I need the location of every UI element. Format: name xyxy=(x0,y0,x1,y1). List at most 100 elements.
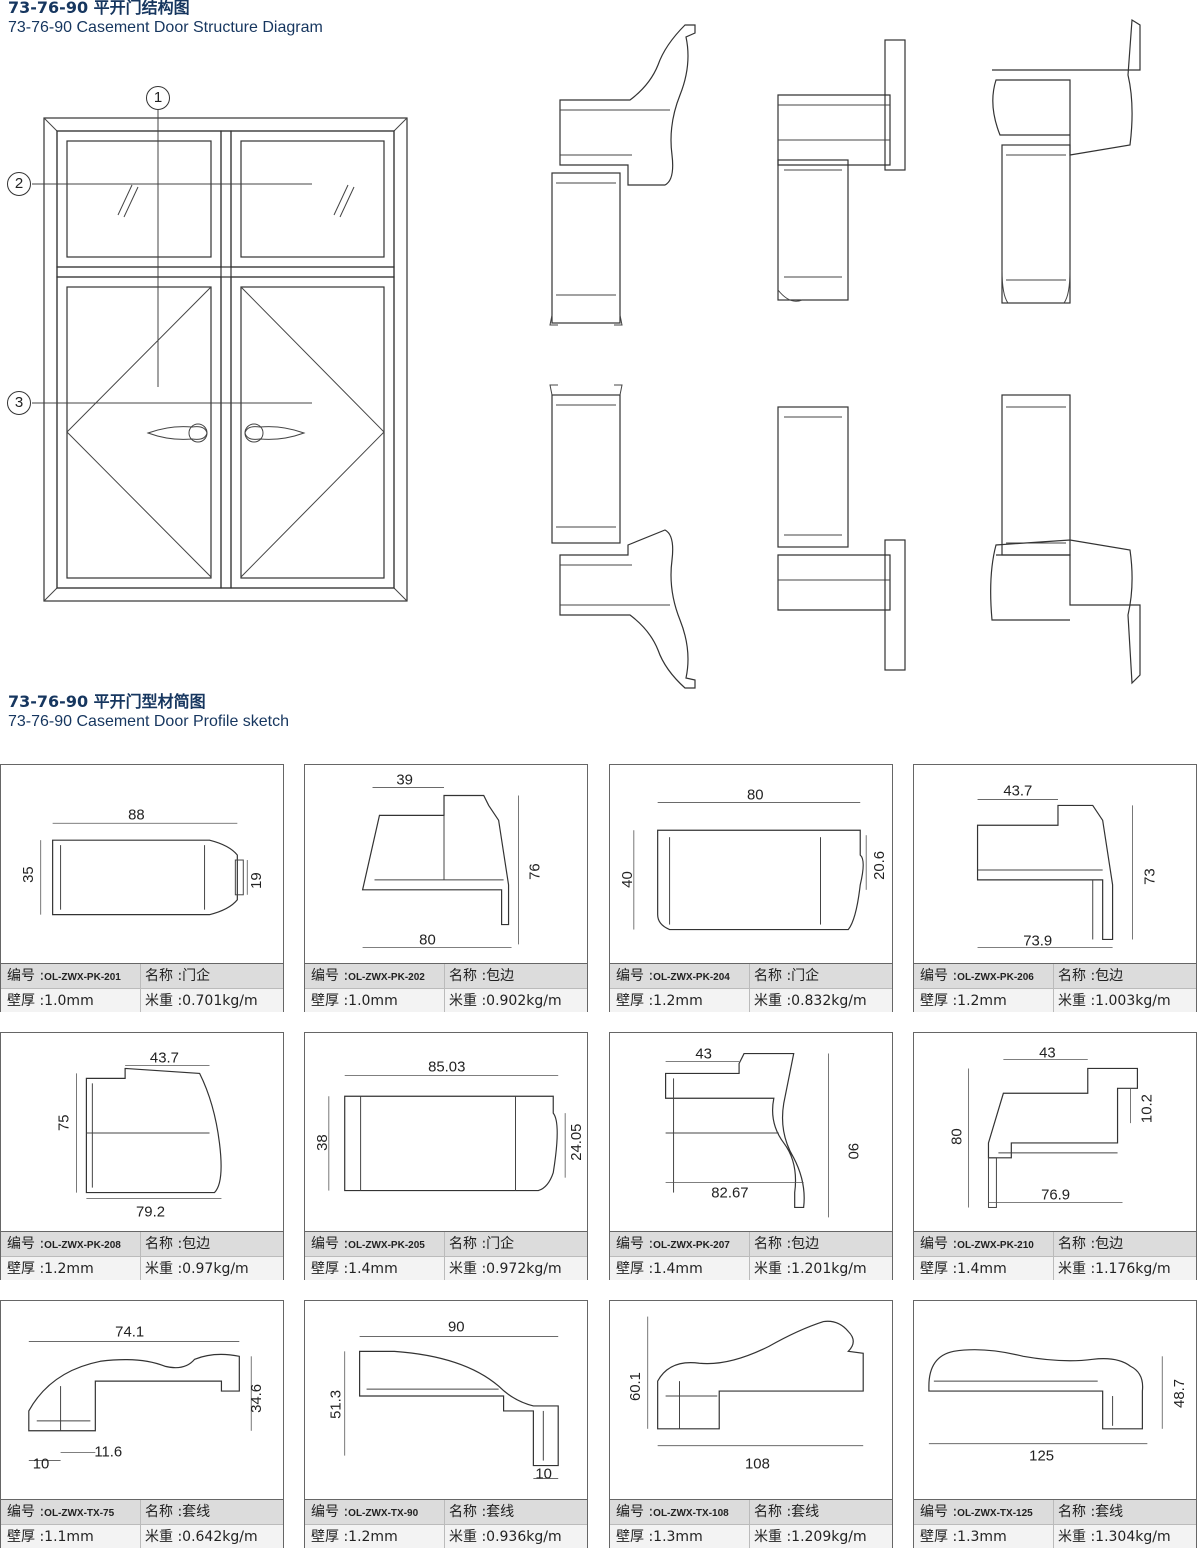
wall-label: 壁厚 : xyxy=(920,1529,958,1545)
dim-label: 82.67 xyxy=(711,1186,748,1202)
profile-code: OL-ZWX-TX-108 xyxy=(653,1508,729,1519)
profile-name: 包边 xyxy=(1095,1236,1124,1252)
section-c-top xyxy=(992,18,1141,304)
profile-code: OL-ZWX-PK-205 xyxy=(348,1240,425,1251)
section-b-bottom xyxy=(777,406,906,671)
section-b-top xyxy=(777,39,906,302)
dim-label: 19 xyxy=(249,872,265,889)
name-label: 名称 : xyxy=(449,1236,487,1252)
wall-label: 壁厚 : xyxy=(7,993,45,1009)
profile-drawing: 90 51.3 10 xyxy=(329,1319,559,1482)
dim-label: 90 xyxy=(844,1143,860,1160)
wall-thickness: 1.3mm xyxy=(653,1529,703,1545)
profile-code: OL-ZWX-PK-208 xyxy=(44,1240,121,1251)
code-label: 编号 : xyxy=(616,1236,654,1252)
dim-label: 51.3 xyxy=(329,1390,345,1419)
profile-title-zh: 73-76-90 平开门型材简图 xyxy=(8,692,206,711)
code-label: 编号 : xyxy=(311,1504,349,1520)
dim-label: 10 xyxy=(535,1466,552,1482)
code-label: 编号 : xyxy=(616,968,654,984)
profile-name: 包边 xyxy=(1095,968,1124,984)
profile-drawing: 43 80 10.2 76.9 xyxy=(950,1046,1155,1208)
profile-drawing: 125 48.7 xyxy=(928,1349,1188,1465)
dim-label: 73 xyxy=(1142,868,1158,885)
profile-code: OL-ZWX-PK-202 xyxy=(348,972,425,983)
dim-label: 60.1 xyxy=(628,1372,644,1401)
structure-title-en: 73-76-90 Casement Door Structure Diagram xyxy=(8,19,323,36)
name-label: 名称 : xyxy=(1058,1504,1096,1520)
callout-3: 3 xyxy=(7,391,31,415)
profile-drawing: 43 90 82.67 xyxy=(665,1047,860,1218)
wall-thickness: 1.0mm xyxy=(44,993,94,1009)
profile-name: 门企 xyxy=(791,968,820,984)
meter-weight: 0.902kg/m xyxy=(486,993,562,1009)
profile-section-title: 73-76-90 平开门型材简图 73-76-90 Casement Door … xyxy=(8,692,289,732)
wall-thickness: 1.2mm xyxy=(653,993,703,1009)
name-label: 名称 : xyxy=(1058,1236,1096,1252)
profile-code: OL-ZWX-PK-207 xyxy=(653,1240,730,1251)
profile-drawing: 74.1 34.6 10 11.6 xyxy=(28,1324,265,1473)
wall-label: 壁厚 : xyxy=(311,993,349,1009)
weight-label: 米重 : xyxy=(449,993,487,1009)
dim-label: 24.05 xyxy=(569,1124,585,1161)
code-label: 编号 : xyxy=(311,1236,349,1252)
wall-label: 壁厚 : xyxy=(311,1261,349,1277)
cross-section-drawings xyxy=(549,18,1141,689)
name-label: 名称 : xyxy=(754,1504,792,1520)
name-label: 名称 : xyxy=(449,968,487,984)
profile-card-pk-205: 85.03 38 24.05 编号 :OL-ZWX-PK-205 名称 :门企 壁… xyxy=(304,1032,588,1280)
meter-weight: 1.201kg/m xyxy=(791,1261,867,1277)
weight-label: 米重 : xyxy=(1058,1261,1096,1277)
profile-name: 包边 xyxy=(182,1236,211,1252)
dim-label: 108 xyxy=(745,1457,770,1473)
wall-thickness: 1.4mm xyxy=(348,1261,398,1277)
door-elevation-drawing xyxy=(32,110,408,602)
dim-label: 39 xyxy=(396,773,413,789)
weight-label: 米重 : xyxy=(1058,1529,1096,1545)
meter-weight: 1.003kg/m xyxy=(1095,993,1171,1009)
wall-label: 壁厚 : xyxy=(616,1529,654,1545)
structure-title-zh: 73-76-90 平开门结构图 xyxy=(8,0,190,17)
weight-label: 米重 : xyxy=(145,1261,183,1277)
meter-weight: 0.936kg/m xyxy=(486,1529,562,1545)
dim-label: 35 xyxy=(21,866,37,883)
meter-weight: 1.209kg/m xyxy=(791,1529,867,1545)
profile-title-en: 73-76-90 Casement Door Profile sketch xyxy=(8,713,290,730)
section-a-bottom xyxy=(549,384,696,689)
meter-weight: 0.832kg/m xyxy=(791,993,867,1009)
wall-thickness: 1.4mm xyxy=(653,1261,703,1277)
dim-label: 43 xyxy=(695,1047,712,1063)
wall-thickness: 1.3mm xyxy=(957,1529,1007,1545)
profile-drawing: 85.03 38 24.05 xyxy=(315,1059,585,1192)
dim-label: 34.6 xyxy=(249,1384,265,1413)
name-label: 名称 : xyxy=(754,968,792,984)
weight-label: 米重 : xyxy=(1058,993,1096,1009)
weight-label: 米重 : xyxy=(449,1261,487,1277)
profile-code: OL-ZWX-TX-125 xyxy=(957,1508,1033,1519)
dim-label: 85.03 xyxy=(428,1059,465,1075)
code-label: 编号 : xyxy=(311,968,349,984)
profile-code: OL-ZWX-PK-210 xyxy=(957,1240,1034,1251)
profile-drawing: 39 76 80 xyxy=(361,773,543,948)
weight-label: 米重 : xyxy=(145,993,183,1009)
dim-label: 88 xyxy=(128,807,145,823)
profile-name: 门企 xyxy=(486,1236,515,1252)
code-label: 编号 : xyxy=(7,1236,45,1252)
wall-thickness: 1.1mm xyxy=(44,1529,94,1545)
weight-label: 米重 : xyxy=(449,1529,487,1545)
weight-label: 米重 : xyxy=(754,993,792,1009)
wall-thickness: 1.0mm xyxy=(348,993,398,1009)
profile-name: 包边 xyxy=(486,968,515,984)
